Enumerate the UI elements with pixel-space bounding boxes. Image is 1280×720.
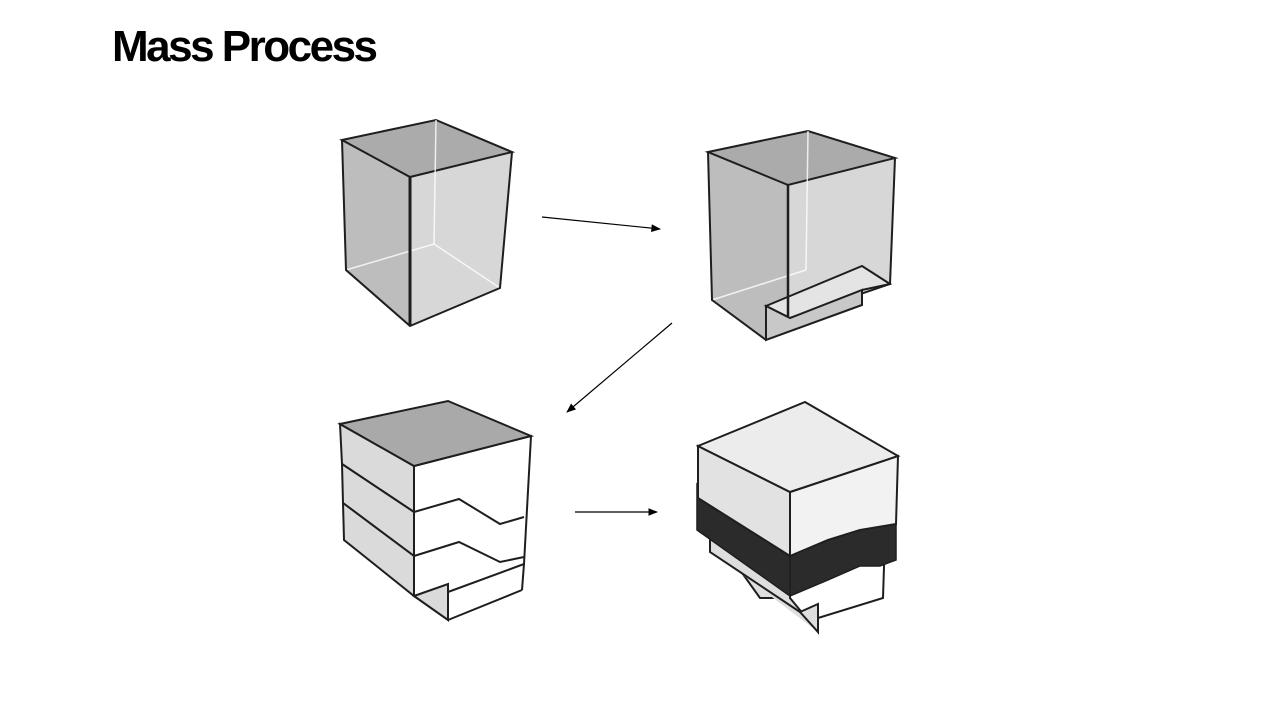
arrow-step1-to-step2 <box>541 216 661 232</box>
step-2-box-with-cutout <box>704 129 899 342</box>
step-3-stepped-floors <box>337 399 535 622</box>
arrow-step2-to-step3 <box>566 322 673 413</box>
slide-title: Mass Process <box>112 22 378 71</box>
step-4-final-mass <box>695 400 901 635</box>
step-1-transparent-box <box>339 118 516 328</box>
